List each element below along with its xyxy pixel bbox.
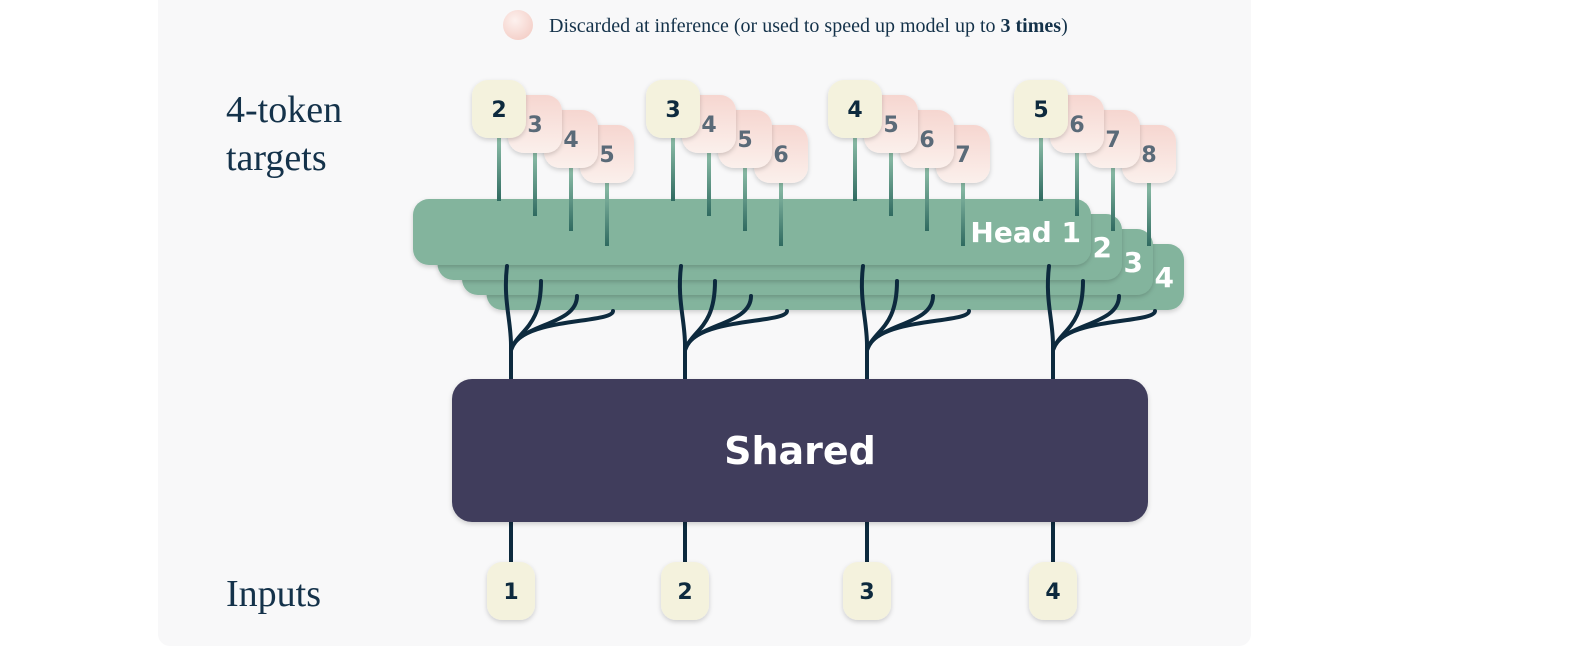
input-token-label: 3 (859, 580, 874, 605)
target-token-label: 8 (1141, 143, 1156, 168)
head-branches (503, 264, 1157, 382)
target-token-label: 5 (737, 128, 752, 153)
kept-target-token: 3 (646, 80, 700, 138)
input-connectors (509, 520, 1055, 566)
input-token-3: 3 (843, 562, 891, 620)
branch-line (865, 309, 971, 382)
target-token-label: 7 (1105, 128, 1120, 153)
target-stem (605, 182, 609, 246)
target-stem (497, 137, 501, 201)
input-token-1: 1 (487, 562, 535, 620)
target-token-label: 4 (847, 98, 862, 123)
discarded-token-swatch (503, 10, 533, 40)
input-tokens: 1 2 3 4 (487, 562, 1077, 620)
target-token-label: 5 (883, 113, 898, 138)
branch-line (509, 309, 615, 382)
target-stem (1039, 137, 1043, 201)
target-stem (853, 137, 857, 201)
head-label: 2 (1093, 231, 1112, 264)
kept-target-token: 2 (472, 80, 526, 138)
target-token-label: 2 (491, 98, 506, 123)
target-stem (533, 152, 537, 216)
kept-target-token: 5 (1014, 80, 1068, 138)
target-token-label: 7 (955, 143, 970, 168)
branch-line (683, 309, 789, 382)
input-token-2: 2 (661, 562, 709, 620)
target-stem (1075, 152, 1079, 216)
head-1: Head 1 (413, 199, 1091, 265)
input-token-label: 4 (1045, 580, 1060, 605)
target-token-label: 5 (599, 143, 614, 168)
heads: 432 Head 1 (413, 199, 1184, 310)
targets-label-line1: 4-token (226, 89, 342, 131)
targets-label-line2: targets (226, 137, 327, 179)
target-token-label: 4 (563, 128, 578, 153)
legend-text: Discarded at inference (or used to speed… (549, 15, 1068, 37)
target-token-label: 6 (773, 143, 788, 168)
target-stem (671, 137, 675, 201)
head-label: 4 (1155, 261, 1174, 294)
input-token-label: 1 (503, 580, 518, 605)
target-token-label: 6 (919, 128, 934, 153)
target-token-label: 3 (665, 98, 680, 123)
input-token-label: 2 (677, 580, 692, 605)
target-stem (925, 167, 929, 231)
target-token-label: 4 (701, 113, 716, 138)
shared-block: Shared (452, 379, 1148, 522)
target-stem (743, 167, 747, 231)
head-label: Head 1 (970, 216, 1081, 249)
branch-line (1051, 309, 1157, 382)
target-stem (961, 182, 965, 246)
target-stem (1147, 182, 1151, 246)
target-stem (707, 152, 711, 216)
inputs-label: Inputs (226, 573, 321, 615)
input-token-4: 4 (1029, 562, 1077, 620)
target-stem (779, 182, 783, 246)
target-stem (1111, 167, 1115, 231)
target-token-label: 6 (1069, 113, 1084, 138)
kept-target-token: 4 (828, 80, 882, 138)
shared-label: Shared (724, 429, 876, 473)
legend: Discarded at inference (or used to speed… (503, 10, 1068, 40)
head-label: 3 (1124, 246, 1143, 279)
target-stem (889, 152, 893, 216)
target-token-label: 5 (1033, 98, 1048, 123)
target-token-label: 3 (527, 113, 542, 138)
target-stem (569, 167, 573, 231)
